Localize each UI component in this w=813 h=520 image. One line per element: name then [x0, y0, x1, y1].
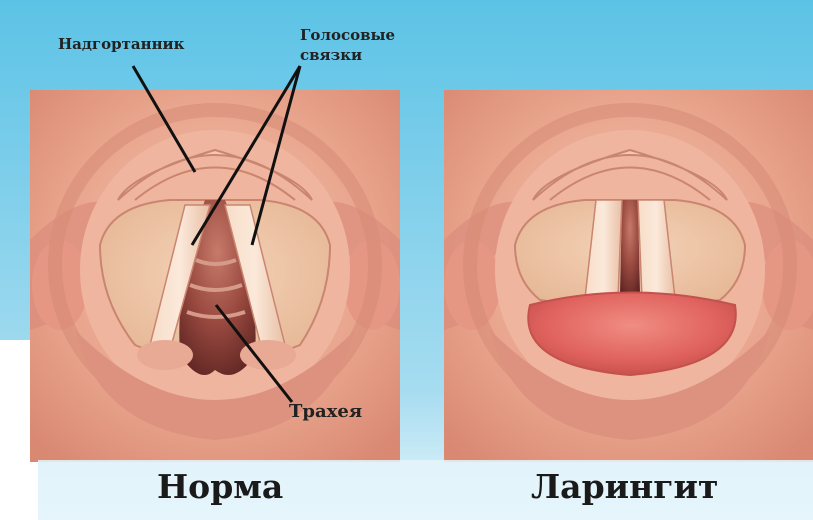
label-trachea: Трахея [289, 403, 362, 421]
caption-normal: Норма [157, 470, 283, 503]
label-vocal-cords-line2: связки [300, 46, 362, 64]
label-epiglottis: Надгортанник [58, 37, 185, 52]
label-vocal-cords: Голосовые связки [300, 25, 440, 65]
caption-laryngitis: Ларингит [531, 470, 718, 503]
panel-laryngitis [444, 90, 813, 462]
label-vocal-cords-line1: Голосовые [300, 26, 395, 44]
